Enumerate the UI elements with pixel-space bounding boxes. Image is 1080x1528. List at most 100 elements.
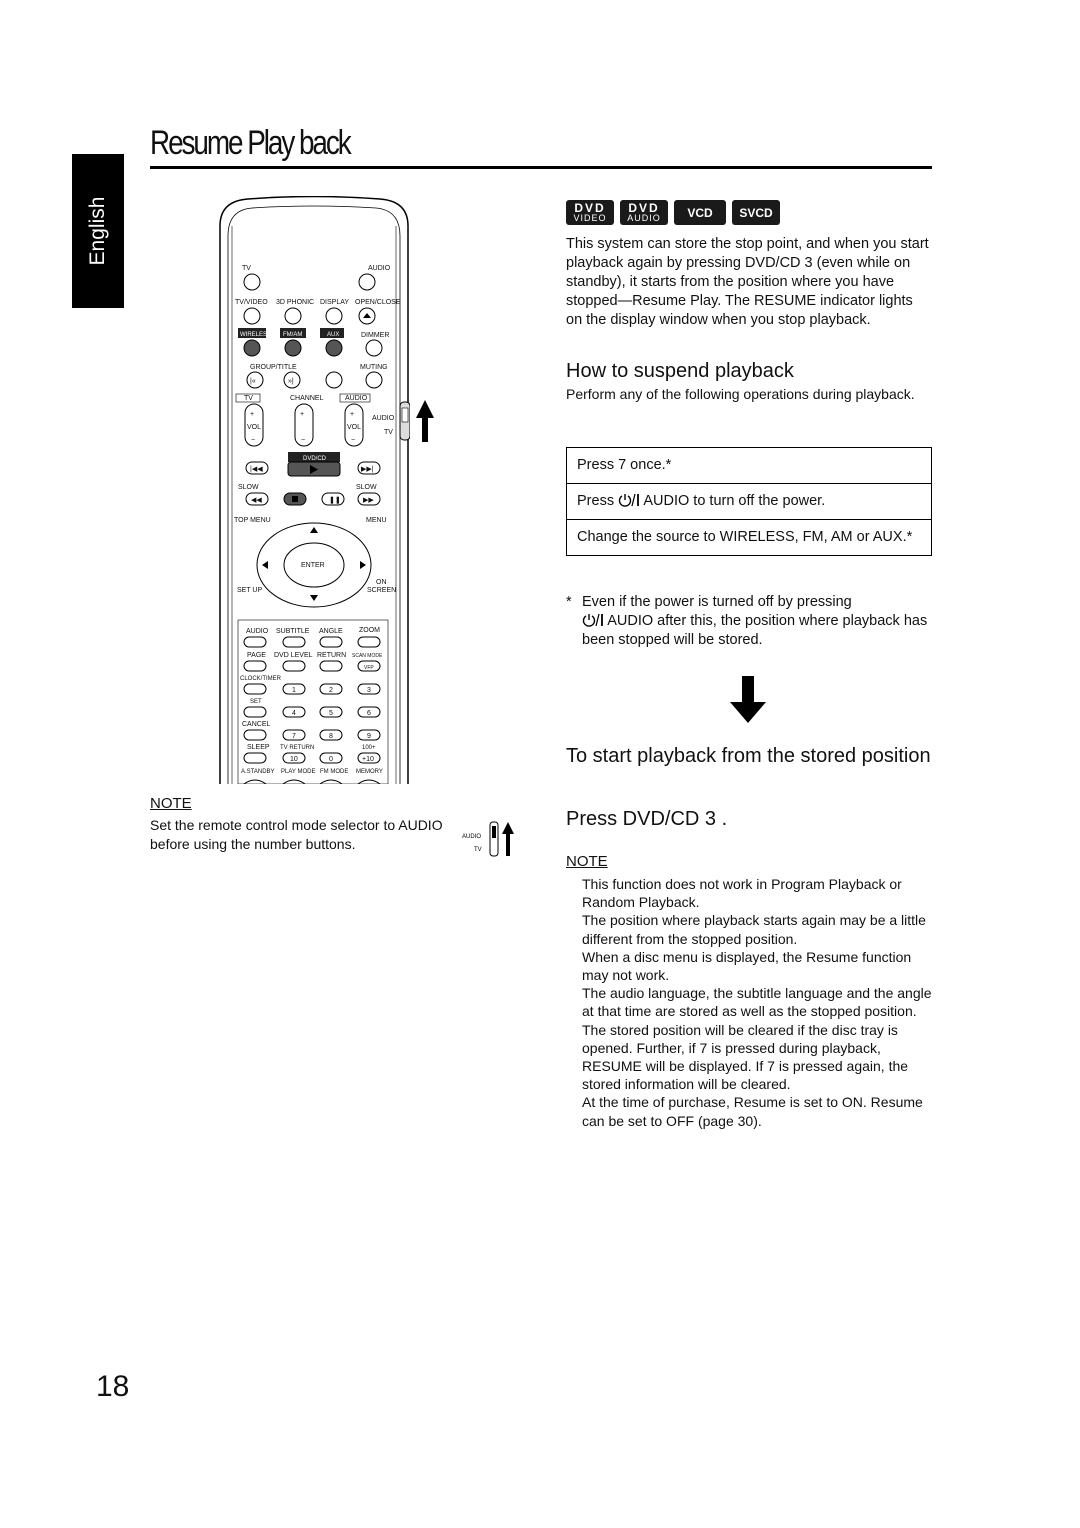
set-label: SET: [250, 699, 262, 705]
list-item: The stored position will be cleared if t…: [582, 1021, 909, 1093]
memory-label: MEMORY: [356, 769, 383, 775]
remote-audio-label: AUDIO: [368, 265, 391, 272]
remote-control-illustration: TV AUDIO TV/VIDEO 3D PHONIC DISPLAY OPEN…: [219, 196, 410, 784]
operation-row: Press 7 once.*: [577, 457, 672, 473]
tvvideo-label: TV/VIDEO: [235, 299, 268, 306]
page-title: Resume Play back: [150, 124, 352, 162]
operation-row: Press AUDIO to turn off the power.: [566, 483, 932, 520]
dvdcd-label: DVD/CD: [303, 456, 327, 462]
channel-label: CHANNEL: [290, 395, 324, 402]
num-plus10-label: +10: [362, 756, 374, 763]
aux-label: AUX: [327, 332, 339, 338]
footnote: * Even if the power is turned off by pre…: [566, 594, 928, 648]
group-title-label: GROUP/TITLE: [250, 364, 297, 371]
on-label: ON: [376, 579, 387, 586]
page-number: 18: [96, 1370, 130, 1403]
list-item: At the time of purchase, Resume is set t…: [582, 1094, 923, 1129]
svg-text:+: +: [350, 411, 354, 418]
enter-label: ENTER: [301, 562, 325, 569]
dvd-video-badge: DVD VIDEO: [566, 200, 614, 225]
phonic-label: 3D PHONIC: [276, 299, 314, 306]
tv-box-label: TV: [244, 395, 253, 402]
dimmer-label: DIMMER: [361, 332, 389, 339]
subtitle-label: SUBTITLE: [276, 628, 310, 635]
fm-mode-label: FM MODE: [320, 769, 348, 775]
svg-text:−: −: [351, 437, 355, 444]
num-8-label: 8: [329, 733, 333, 740]
switch-tv-label: TV: [474, 847, 482, 853]
power-standby-icon: [582, 613, 603, 627]
svcd-badge: SVCD: [732, 200, 780, 225]
audio-power-button: [358, 273, 376, 291]
tv-return-label: TV RETURN: [280, 745, 314, 751]
suspend-operations-table: Press 7 once.* Press AUDIO to turn off t…: [566, 447, 932, 556]
num-9-label: 9: [367, 733, 371, 740]
svg-text:|◀◀: |◀◀: [250, 466, 263, 473]
list-item: This function does not work in Program P…: [582, 876, 902, 911]
svg-text:−: −: [251, 437, 255, 444]
angle-label: ANGLE: [319, 628, 343, 635]
svg-text:+: +: [300, 411, 304, 418]
page-label: PAGE: [247, 652, 266, 659]
num-7-label: 7: [292, 733, 296, 740]
setup-label: SET UP: [237, 587, 262, 594]
mode-selector-up-arrow-icon: [416, 400, 434, 442]
note-heading-right: NOTE: [566, 853, 608, 870]
wireless-label: WIRELESS: [240, 332, 271, 338]
fmam-label: FM/AM: [283, 332, 302, 338]
clock-timer-label: CLOCK/TIMER: [240, 676, 282, 682]
dvd-level-label: DVD LEVEL: [274, 652, 313, 659]
svg-text:❚❚: ❚❚: [329, 496, 341, 504]
num-6-label: 6: [367, 710, 371, 717]
top-menu-label: TOP MENU: [234, 517, 271, 524]
num-4-label: 4: [292, 710, 296, 717]
audio-btn-label: AUDIO: [246, 628, 269, 635]
vol-right-label: VOL: [347, 424, 361, 431]
dvd-audio-badge: DVD AUDIO: [620, 200, 668, 225]
switch-audio-label: AUDIO: [462, 834, 481, 840]
note-heading-left: NOTE: [150, 795, 192, 812]
num-5-label: 5: [329, 710, 333, 717]
list-item: The audio language, the subtitle languag…: [582, 985, 932, 1020]
return-label: RETURN: [317, 652, 346, 659]
a-standby-label: A.STANDBY: [241, 769, 275, 775]
title-rule: [150, 166, 932, 169]
svg-text:+: +: [250, 411, 254, 418]
openclose-label: OPEN/CLOSE: [355, 299, 401, 306]
remote-tv-label: TV: [242, 265, 251, 272]
num-2-label: 2: [329, 687, 333, 694]
suspend-instructions: Perform any of the following operations …: [566, 386, 915, 402]
vcd-badge: VCD: [674, 200, 726, 225]
press-dvdcd-instruction: Press DVD/CD 3 .: [566, 808, 728, 830]
suspend-heading: How to suspend playback: [566, 360, 794, 382]
num-3-label: 3: [367, 687, 371, 694]
audio-right-label: AUDIO: [372, 415, 395, 422]
num-1-label: 1: [292, 687, 296, 694]
tv-right-label: TV: [384, 429, 393, 436]
vol-left-label: VOL: [247, 424, 261, 431]
disc-type-badges: DVD VIDEO DVD AUDIO VCD SVCD: [566, 200, 780, 225]
svg-text:|«: |«: [250, 378, 256, 385]
num-0-label: 0: [329, 756, 333, 763]
screen-label: SCREEN: [367, 587, 396, 594]
note-list-right: This function does not work in Program P…: [566, 875, 932, 1130]
svg-text:»|: »|: [288, 378, 294, 385]
cancel-label: CANCEL: [242, 721, 271, 728]
menu-label: MENU: [366, 517, 387, 524]
start-playback-heading: To start playback from the stored positi…: [566, 745, 931, 767]
slow-right-label: SLOW: [356, 484, 377, 491]
display-label: DISPLAY: [320, 299, 349, 306]
svg-text:▶▶|: ▶▶|: [361, 466, 374, 473]
sleep-label: SLEEP: [247, 744, 270, 751]
hundred-plus-label: 100+: [362, 745, 376, 751]
slow-left-label: SLOW: [238, 484, 259, 491]
tv-power-button: [243, 273, 261, 291]
play-mode-label: PLAY MODE: [281, 769, 315, 775]
scan-mode-label: SCAN MODE: [352, 653, 383, 659]
intro-paragraph: This system can store the stop point, an…: [566, 236, 929, 328]
list-item: When a disc menu is displayed, the Resum…: [582, 948, 912, 984]
svg-text:−: −: [301, 437, 305, 444]
svg-text:▶▶: ▶▶: [363, 497, 374, 504]
audio-box-label: AUDIO: [345, 395, 368, 402]
language-tab: English: [72, 154, 124, 308]
